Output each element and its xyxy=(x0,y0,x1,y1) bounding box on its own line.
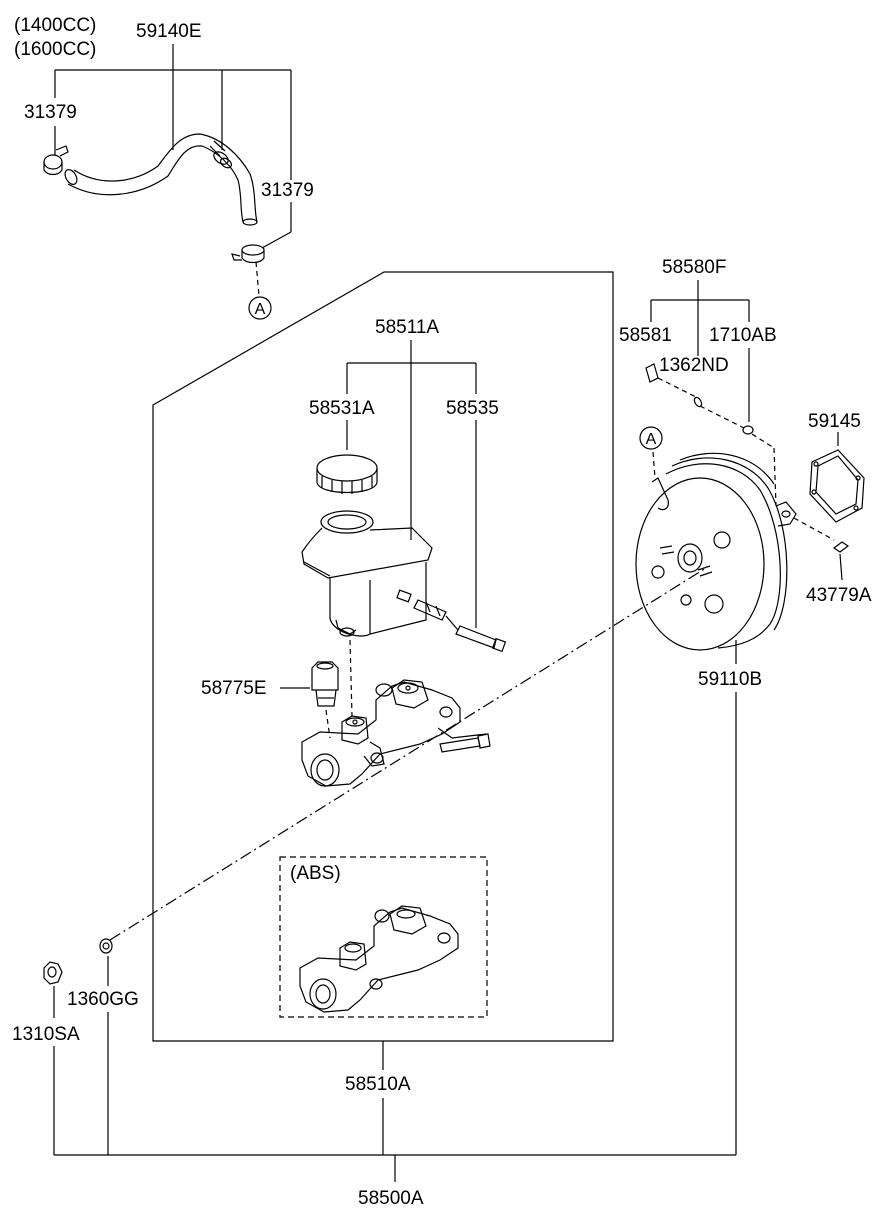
abs-box xyxy=(279,856,488,1018)
axis-line xyxy=(109,567,707,941)
label-1362nd: 1362ND xyxy=(659,355,729,376)
booster-gasket xyxy=(809,449,865,523)
master-cylinder-body xyxy=(301,679,487,787)
callout-circle-a-right xyxy=(639,426,663,450)
label-59140e: 59140E xyxy=(136,21,202,42)
callout-a-right: A xyxy=(646,431,657,448)
label-31379-upper: 31379 xyxy=(24,102,77,123)
booster-housing xyxy=(635,452,797,651)
bracket-58511a xyxy=(346,340,477,628)
label-58580f: 58580F xyxy=(662,257,727,278)
washer xyxy=(99,938,113,954)
label-58535: 58535 xyxy=(446,398,499,419)
bleeder-plug xyxy=(280,661,339,707)
booster-dashed-lines xyxy=(652,377,835,541)
reservoir-pin xyxy=(396,589,507,653)
abs-master-cylinder xyxy=(299,905,459,1013)
label-58531a: 58531A xyxy=(309,398,375,419)
master-cylinder-bolt xyxy=(439,733,491,753)
bracket-58500a xyxy=(53,640,737,1182)
label-59145: 59145 xyxy=(808,411,861,432)
dashed-lines-reservoir xyxy=(325,639,353,739)
label-43779a: 43779A xyxy=(806,585,872,606)
label-1600cc: (1600CC) xyxy=(14,39,97,60)
label-31379-lower: 31379 xyxy=(261,180,314,201)
label-58581: 58581 xyxy=(619,325,672,346)
label-1400cc: (1400CC) xyxy=(14,15,97,36)
hose-clamp-upper xyxy=(43,145,69,176)
label-58510a: 58510A xyxy=(345,1074,411,1095)
bracket-59140e xyxy=(54,44,292,249)
callout-circle-a-left xyxy=(248,296,272,320)
label-1710ab: 1710AB xyxy=(709,325,777,346)
label-58775e: 58775E xyxy=(201,678,267,699)
label-58500a: 58500A xyxy=(358,1188,424,1209)
label-59110b: 59110B xyxy=(698,669,763,690)
vacuum-hose xyxy=(64,133,258,226)
nut xyxy=(43,961,63,985)
booster-clip xyxy=(832,541,850,581)
hose-clamp-middle xyxy=(213,151,233,169)
label-1310sa: 1310SA xyxy=(12,1024,80,1045)
hose-clamp-lower xyxy=(231,244,265,264)
callout-a-left: A xyxy=(255,301,266,318)
label-abs: (ABS) xyxy=(290,863,341,884)
brake-fluid-reservoir xyxy=(301,510,433,637)
master-cylinder-box xyxy=(152,271,614,1042)
label-58511a: 58511A xyxy=(375,317,440,338)
bracket-58580f xyxy=(650,280,750,422)
reservoir-cap xyxy=(316,454,378,494)
label-1360gg: 1360GG xyxy=(67,989,139,1010)
connector-line-a-left xyxy=(255,261,260,297)
